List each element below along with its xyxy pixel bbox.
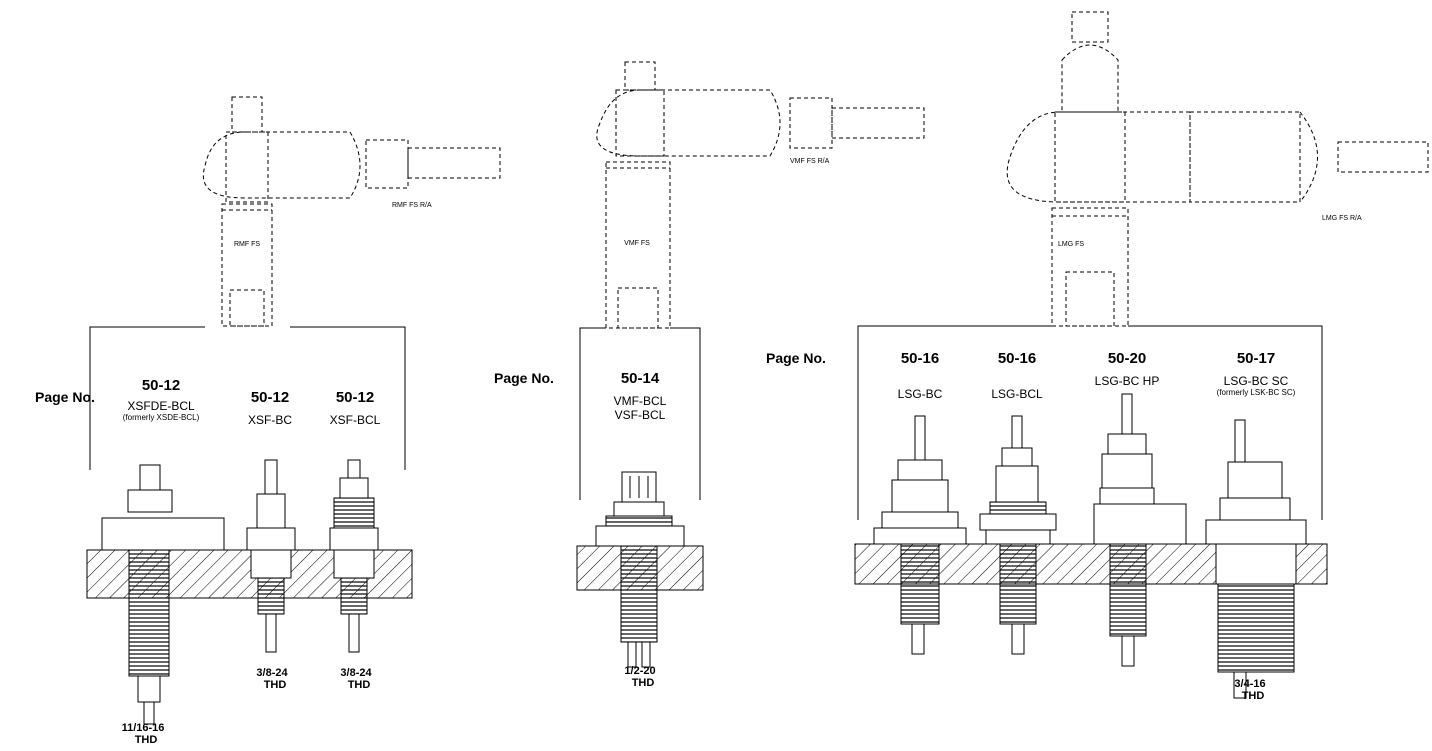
vmf-fs-ra-label: VMF FS R/A [790,158,830,165]
page-no-label: Page No. [35,389,95,405]
model-name: LSG-BC [897,387,943,401]
lsg-bc-switch [873,415,967,655]
model-name: XSFDE-BCL [127,399,195,413]
page-no-label: Page No. [766,350,826,366]
rmf-fs-label: RMF FS [233,241,261,248]
page-number: 50-20 [1107,350,1147,367]
former-model-note: (formerly XSDE-BCL) [122,413,200,422]
page-number: 50-12 [141,377,181,394]
model-name: LSG-BC HP [1094,374,1160,388]
model-name: LSG-BC SC [1223,374,1289,388]
lmg-dashed-assembly [1006,11,1429,327]
rmf-fs-ra-label: RMF FS R/A [392,202,432,209]
page-number: 50-12 [250,389,290,406]
page-number: 50-14 [620,370,660,387]
thread-size: 3/8-24 THD [256,667,288,691]
thread-size: 3/4-16 THD [1234,678,1266,702]
lmg-fs-ra-label: LMG FS R/A [1322,215,1362,222]
xsf-bc-switch [246,459,296,653]
model-name: XSF-BC [247,413,293,427]
thread-size: 1/2-20 THD [624,665,656,689]
lmg-fs-label: LMG FS [1057,241,1085,248]
lsg-bc-sc-switch [1205,419,1307,699]
vmf-dashed-assembly [596,61,925,329]
model-name: XSF-BCL [329,413,381,427]
lsg-bcl-switch [979,415,1057,655]
page-number: 50-16 [900,350,940,367]
model-name: VSF-BCL [614,408,666,422]
rmf-bracket [89,326,406,470]
lmg-bracket [857,325,1323,520]
thread-size: 11/16-16 THD [121,722,165,746]
model-name: LSG-BCL [991,387,1043,401]
vmf-bcl-switch [595,471,685,668]
page-number: 50-16 [997,350,1037,367]
page-number: 50-17 [1236,350,1276,367]
page-no-label: Page No. [494,370,554,386]
former-model-note: (formerly LSK-BC SC) [1216,388,1296,397]
vmf-bracket [579,327,701,500]
lsg-bc-hp-switch [1093,393,1187,667]
rmf-dashed-assembly [203,96,501,327]
page-number: 50-12 [335,389,375,406]
thread-size: 3/8-24 THD [340,667,372,691]
xsf-bcl-switch [329,459,379,653]
vmf-fs-label: VMF FS [624,240,650,247]
model-name: VMF-BCL [613,394,667,408]
xsfde-bcl-switch [101,464,225,725]
